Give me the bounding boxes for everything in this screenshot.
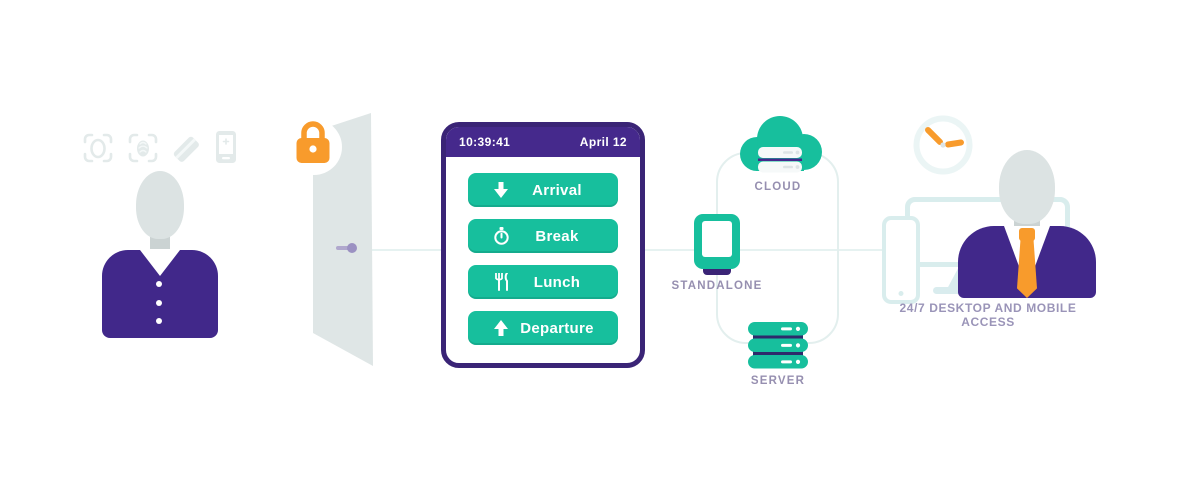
- clock-icon: [913, 115, 973, 175]
- access-caption: 24/7 DESKTOP AND MOBILE ACCESS: [899, 301, 1077, 329]
- standalone-label: STANDALONE: [671, 280, 763, 292]
- server-icon: [748, 322, 808, 369]
- mobile-device: [882, 216, 920, 304]
- terminal-body: Arrival Break: [446, 157, 640, 345]
- departure-label: Departure: [520, 319, 594, 337]
- shirt-button: [156, 300, 162, 306]
- shirt-button: [156, 318, 162, 324]
- swipe-card-icon: [170, 133, 202, 170]
- lunch-button[interactable]: Lunch: [468, 265, 618, 299]
- time-clock-terminal: 10:39:41 April 12 Arrival Break: [441, 122, 645, 368]
- manager-figure: [958, 148, 1096, 298]
- cloud-label: CLOUD: [754, 181, 802, 193]
- server-label: SERVER: [750, 375, 806, 387]
- break-button[interactable]: Break: [468, 219, 618, 253]
- arrow-up-icon: [492, 320, 510, 336]
- arrival-label: Arrival: [532, 181, 582, 199]
- shirt-button: [156, 281, 162, 287]
- stopwatch-icon: [492, 227, 510, 245]
- standalone-terminal-icon: [694, 214, 740, 275]
- arrow-down-icon: [492, 182, 510, 198]
- manager-tie-knot: [1019, 228, 1035, 241]
- arrival-button[interactable]: Arrival: [468, 173, 618, 207]
- departure-button[interactable]: Departure: [468, 311, 618, 345]
- lunch-label: Lunch: [533, 273, 581, 291]
- door: [313, 113, 373, 366]
- manager-head: [999, 150, 1055, 224]
- connector-door-terminal: [352, 249, 441, 251]
- phone-home-button: [898, 291, 904, 296]
- fingerprint-scan-icon: [128, 133, 158, 168]
- padlock-icon: [296, 121, 330, 163]
- employee-figure: [100, 171, 220, 338]
- employee-head: [136, 171, 184, 239]
- face-scan-icon: [83, 133, 113, 168]
- manager-tie: [1017, 238, 1037, 298]
- terminal-time: 10:39:41: [459, 135, 511, 149]
- connector-terminal-desktop: [645, 249, 886, 251]
- break-label: Break: [535, 227, 579, 245]
- terminal-header: 10:39:41 April 12: [446, 127, 640, 157]
- terminal-date: April 12: [579, 135, 627, 149]
- door-handle: [336, 243, 357, 253]
- cloud-icon: [740, 116, 822, 173]
- mobile-phone-icon: [215, 130, 237, 169]
- cutlery-icon: [492, 273, 510, 291]
